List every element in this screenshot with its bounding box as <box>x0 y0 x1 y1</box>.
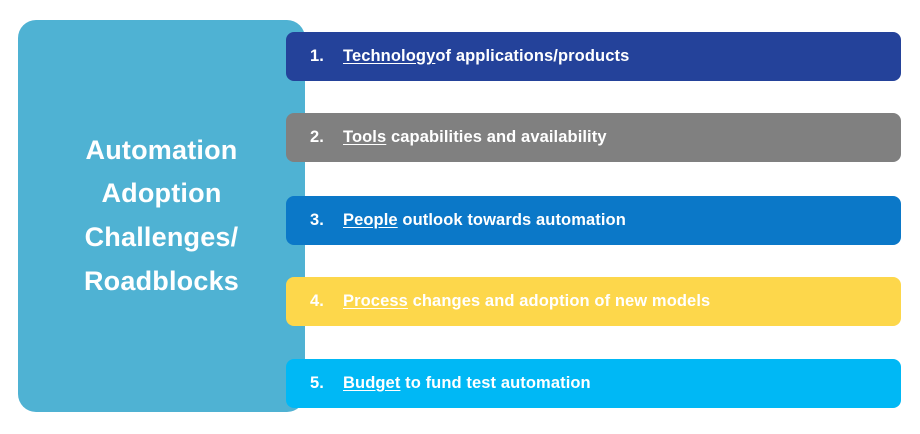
challenge-bar-3-rest: outlook towards automation <box>397 211 626 229</box>
challenge-bar-3-label: 3. People outlook towards automation <box>310 211 626 230</box>
challenge-bar-4-number: 4. <box>310 292 324 310</box>
left-category-panel: Automation Adoption Challenges/ Roadbloc… <box>18 20 305 412</box>
challenge-bar-5-number: 5. <box>310 374 324 392</box>
challenge-bar-5-rest: to fund test automation <box>400 374 591 392</box>
challenge-bar-2-keyword: Tools <box>343 128 387 146</box>
challenge-bar-1-number: 1. <box>310 47 324 65</box>
challenge-bar-5-keyword: Budget <box>343 374 401 392</box>
challenge-bar-4-keyword: Process <box>343 292 408 310</box>
challenge-bar-4[interactable]: 4. Process changes and adoption of new m… <box>286 277 901 326</box>
challenge-bar-5[interactable]: 5. Budget to fund test automation <box>286 359 901 408</box>
challenge-bar-1-label: 1. Technology of applications/products <box>310 47 629 66</box>
challenge-bar-2-rest: capabilities and availability <box>386 128 607 146</box>
challenge-bar-1[interactable]: 1. Technology of applications/products <box>286 32 901 81</box>
page-title: Automation Adoption Challenges/ Roadbloc… <box>83 134 240 296</box>
challenge-bar-1-rest: of applications/products <box>435 47 630 65</box>
challenge-bar-2-label: 2. Tools capabilities and availability <box>310 128 607 147</box>
challenge-bar-5-label: 5. Budget to fund test automation <box>310 374 591 393</box>
challenge-bar-2-number: 2. <box>310 128 324 146</box>
challenge-bar-2[interactable]: 2. Tools capabilities and availability <box>286 113 901 162</box>
challenge-bar-4-rest: changes and adoption of new models <box>407 292 711 310</box>
challenge-bar-1-keyword: Technology <box>343 47 436 65</box>
challenge-bar-3-keyword: People <box>343 211 398 229</box>
challenge-bar-4-label: 4. Process changes and adoption of new m… <box>310 292 710 311</box>
challenge-bar-3-number: 3. <box>310 211 324 229</box>
challenge-bar-3[interactable]: 3. People outlook towards automation <box>286 196 901 245</box>
